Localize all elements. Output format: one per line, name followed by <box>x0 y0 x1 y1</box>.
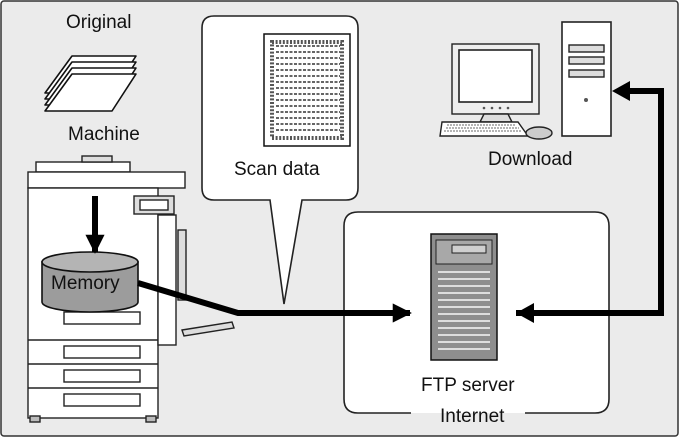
arrow-server-pc-link <box>516 88 664 316</box>
scan-data-document-icon <box>263 33 351 147</box>
ftp-server-label: FTP server <box>421 375 515 396</box>
memory-label: Memory <box>51 273 120 294</box>
ftp-server-icon <box>430 233 498 361</box>
original-document-icon <box>44 55 137 112</box>
memory-cylinder-icon <box>41 251 139 313</box>
arrowhead-into-pc <box>612 81 630 101</box>
internet-label: Internet <box>440 406 505 427</box>
arrowhead-into-server <box>516 303 534 323</box>
arrow-memory-to-server <box>137 280 412 323</box>
pc-computer-icon <box>439 21 612 140</box>
original-label: Original <box>66 12 132 33</box>
scan-data-label: Scan data <box>234 159 320 180</box>
download-label: Download <box>488 149 573 170</box>
machine-label: Machine <box>68 124 140 145</box>
